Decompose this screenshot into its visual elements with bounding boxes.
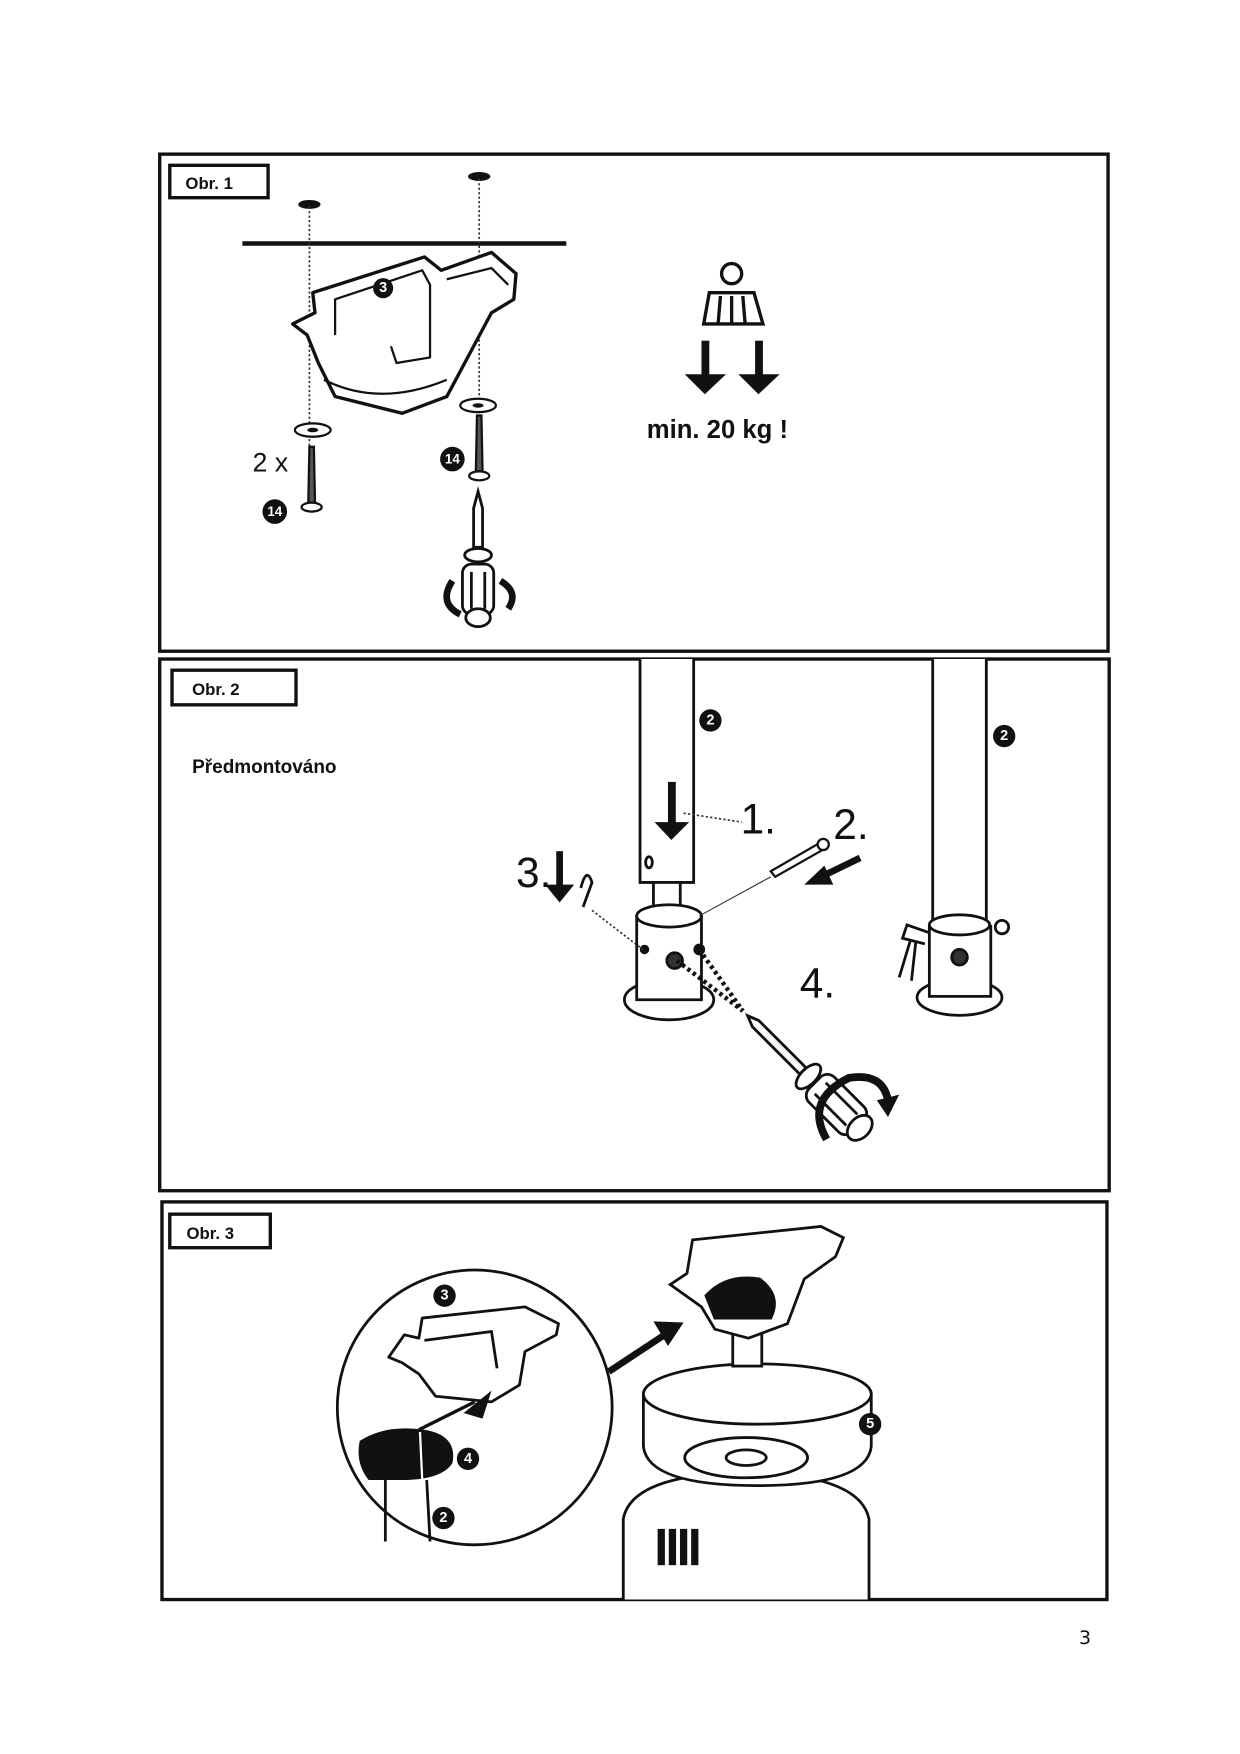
- left-arrow-icon: [804, 854, 862, 885]
- screw-icon: [300, 445, 323, 513]
- detail-circle: [335, 1268, 614, 1547]
- screw-icon: [468, 414, 491, 482]
- down-arrow-icon: [545, 781, 690, 903]
- part-badge: 3: [433, 1284, 456, 1307]
- step-2-label: 2.: [833, 801, 868, 848]
- svg-text:3: 3: [441, 1288, 449, 1304]
- svg-text:3: 3: [379, 280, 387, 296]
- ceiling-hole-icon: [468, 172, 491, 181]
- part-badge: 2: [993, 724, 1016, 748]
- figure-2-label: Obr. 2: [192, 680, 239, 699]
- svg-text:5: 5: [866, 1416, 874, 1432]
- clip-icon: [579, 873, 594, 908]
- svg-text:14: 14: [445, 452, 460, 467]
- figure-3-label-box: [168, 1212, 272, 1250]
- weight-icon: [701, 261, 766, 326]
- svg-text:2: 2: [1000, 728, 1008, 744]
- screwdriver-icon: [443, 486, 516, 629]
- step-1-label: 1.: [741, 795, 776, 842]
- svg-text:14: 14: [267, 504, 282, 519]
- svg-text:2: 2: [439, 1510, 447, 1526]
- washer-icon: [459, 397, 498, 414]
- figure-1-panel: Obr. 1 3 2 x 14 14: [158, 152, 1110, 653]
- weight-note: min. 20 kg !: [647, 416, 788, 444]
- part-badge: 4: [456, 1447, 480, 1470]
- figure-1-label-box: [168, 163, 270, 200]
- washer-icon: [293, 422, 332, 438]
- figure-3-label: Obr. 3: [187, 1224, 234, 1243]
- part-badge: 2: [699, 709, 722, 732]
- figure-2-panel: Obr. 2 Předmontováno 2 2: [158, 657, 1111, 1193]
- figure-1-label: Obr. 1: [185, 174, 232, 193]
- down-arrow-icon: [684, 340, 780, 395]
- figure-3-panel: Obr. 3 3 4 2: [160, 1200, 1109, 1602]
- page-number: 3: [1079, 1627, 1091, 1649]
- part-badge: 14: [440, 446, 465, 472]
- part-badge: 2: [432, 1506, 455, 1530]
- ceiling-hole-icon: [298, 199, 321, 209]
- ceiling-bracket-illustration: [290, 250, 518, 415]
- rotate-arrow-icon: [815, 1073, 892, 1142]
- svg-text:4: 4: [464, 1451, 472, 1467]
- quantity-label: 2 x: [252, 447, 288, 477]
- preassembled-note: Předmontováno: [192, 757, 336, 778]
- step-3-label: 3.: [516, 849, 551, 896]
- fan-assembly-illustration: [621, 1225, 873, 1600]
- step-4-label: 4.: [800, 959, 835, 1006]
- figure-2-label-box: [170, 668, 298, 707]
- part-badge: 5: [858, 1413, 882, 1436]
- part-badge: 14: [262, 499, 288, 524]
- pin-icon: [769, 837, 830, 879]
- pole-illustration-right: [897, 659, 1011, 1017]
- right-arrow-icon: [606, 1321, 684, 1375]
- part-badge: 3: [373, 278, 394, 299]
- svg-text:2: 2: [706, 712, 714, 728]
